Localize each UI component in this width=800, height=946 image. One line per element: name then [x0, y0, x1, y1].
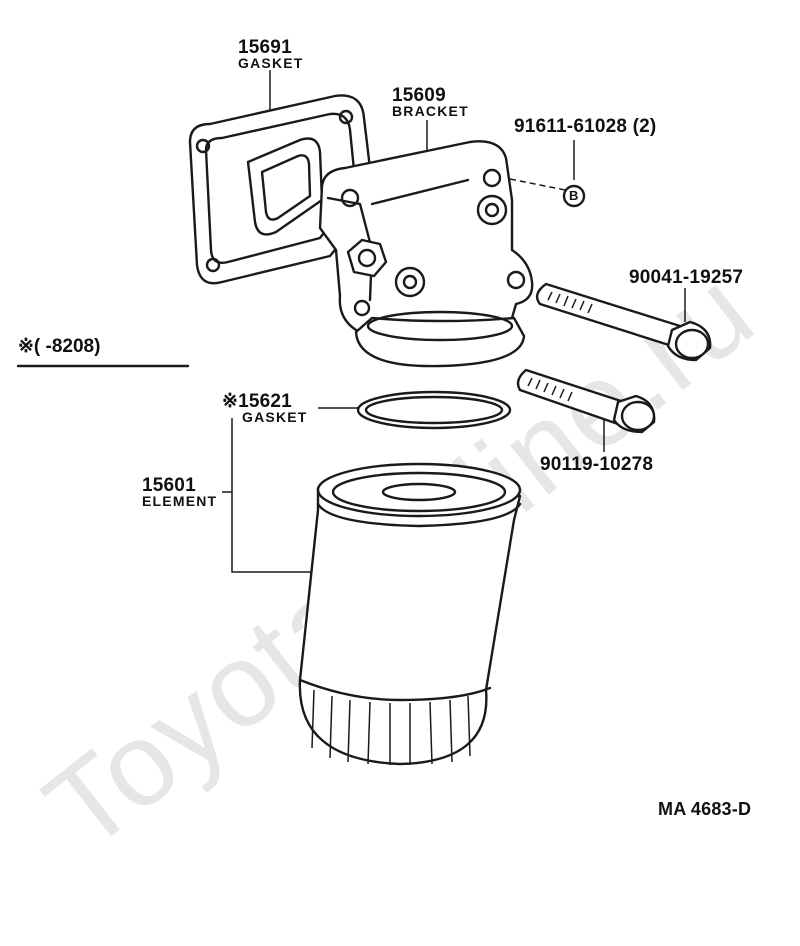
leader-bracket-group: [231, 418, 318, 573]
part-number-15691: 15691: [238, 37, 292, 58]
bolt-90119-shape: [516, 368, 656, 434]
bolt-90041-shape: [535, 282, 712, 362]
part-number-15609: 15609: [392, 85, 446, 106]
diagram-code: MA 4683-D: [658, 799, 752, 819]
note-applicability: ※( -8208): [18, 336, 101, 357]
part-name-gasket-15691: GASKET: [238, 55, 304, 71]
part-number-90041-19257: 90041-19257: [629, 267, 744, 288]
gasket-15621-shape: [356, 390, 512, 430]
bracket-15609-shape: [318, 140, 534, 368]
leader-dash-91611: [504, 177, 566, 191]
callout-marker-b-label: B: [569, 188, 579, 203]
element-15601-shape: [298, 462, 522, 766]
callout-marker-b: [562, 184, 586, 208]
part-number-15601: 15601: [142, 475, 196, 496]
part-name-bracket-15609: BRACKET: [392, 103, 469, 119]
part-name-gasket-15621: GASKET: [242, 409, 308, 425]
part-name-element-15601: ELEMENT: [142, 493, 218, 509]
part-number-91611-61028: 91611-61028 (2): [514, 116, 657, 137]
part-number-90119-10278: 90119-10278: [540, 454, 654, 475]
part-number-15621: ※15621: [222, 391, 292, 412]
leader-lines: [222, 70, 686, 573]
